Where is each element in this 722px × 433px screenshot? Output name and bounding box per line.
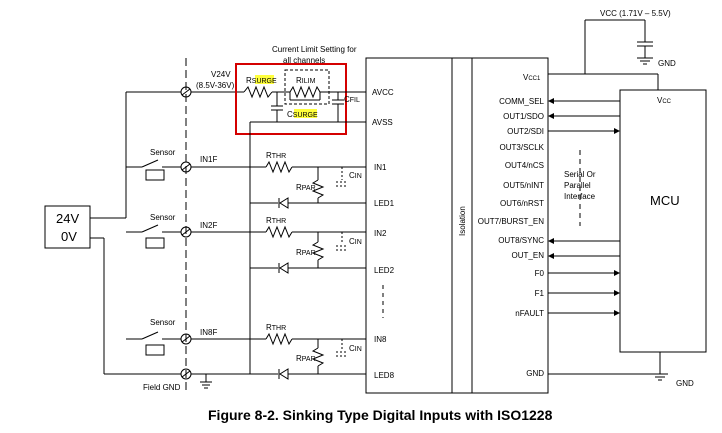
led-1-diode [279,197,289,209]
c-fil-label: CFIL [344,95,360,104]
gnd-symbol-bottom [652,373,668,381]
input-in8f: IN8F [200,328,217,337]
sensor-1-label: Sensor [150,148,176,157]
pin-out8-sync: OUT8/SYNC [498,236,544,245]
c-in-8-label: CIN [349,344,362,353]
r-par-2-resistor [311,241,325,261]
gnd-symbol-top [637,57,653,65]
input-in1f: IN1F [200,155,217,164]
sensor-1-switch [141,159,159,168]
r-thr-2-label: RTHR [266,216,286,225]
c-surge-label: CSURGE [287,110,318,119]
svg-text:Serial Or: Serial Or [564,170,596,179]
pin-out6-nrst: OUT6/nRST [500,199,544,208]
sensor-8-switch [141,331,159,340]
r-par-8-resistor [311,347,325,367]
r-thr-8-resistor [265,332,293,346]
mcu-block [619,89,707,353]
r-thr-1-resistor [265,160,293,174]
current-limit-note-line2: all channels [283,56,325,65]
pin-in1: IN1 [374,163,387,172]
pin-out7-burst-en: OUT7/BURST_EN [478,217,544,226]
r-surge-label: RSURGE [246,76,277,85]
c-in-2-label: CIN [349,237,362,246]
pin-out2-sdi: OUT2/SDI [507,127,544,136]
sensor-1-box [145,169,165,181]
sensor-8-box [145,344,165,356]
gnd-label-bottom: GND [676,379,694,388]
pin-out3-sclk: OUT3/SCLK [500,143,545,152]
gnd-label-top: GND [658,59,676,68]
figure-caption: Figure 8-2. Sinking Type Digital Inputs … [208,407,553,423]
pin-f1: F1 [535,289,545,298]
channel-8: Sensor IN8F RTHR IN8 RPAR CIN LED8 [126,318,395,380]
v24v-label: V24V [211,70,231,79]
pin-led1: LED1 [374,199,395,208]
current-limit-note-line1: Current Limit Setting for [272,45,357,54]
pin-gnd: GND [526,369,544,378]
v24v-range-label: (8.5V-36V) [196,81,235,90]
field-gnd-symbol [200,381,212,389]
r-par-2-label: RPAR [296,248,316,257]
mcu-label: MCU [650,193,680,208]
c-in-1-label: CIN [349,171,362,180]
svg-text:Interface: Interface [564,192,596,201]
pin-comm-sel: COMM_SEL [499,97,544,106]
right-pin-labels: COMM_SEL OUT1/SDO OUT2/SDI OUT3/SCLK OUT… [478,97,545,378]
channel-1: Sensor IN1F RTHR IN1 RPAR CIN LED1 [126,148,395,209]
pin-f0: F0 [535,269,545,278]
supply-box [44,205,91,249]
sensor-2-label: Sensor [150,213,176,222]
input-in2f: IN2F [200,221,217,230]
mcu-vcc-label: VCC [657,96,672,105]
sensor-8-label: Sensor [150,318,176,327]
r-thr-2-resistor [265,225,293,239]
pin-out-en: OUT_EN [512,251,545,260]
sensor-2-box [145,237,165,249]
supply-0v-label: 0V [61,229,77,244]
current-limit-highlight-box [235,63,347,135]
pin-out4-ncs: OUT4/nCS [505,161,544,170]
field-gnd-label: Field GND [143,383,181,392]
isolation-label: Isolation [458,206,467,236]
channel-2: Sensor IN2F RTHR IN2 RPAR CIN LED2 [126,213,395,275]
supply-24v-label: 24V [56,211,79,226]
pin-in8: IN8 [374,335,387,344]
vcc-range-label: VCC (1.71V – 5.5V) [600,9,671,18]
signal-lines [548,98,620,316]
iso1228-block [365,57,549,394]
r-thr-8-label: RTHR [266,323,286,332]
pin-led8: LED8 [374,371,395,380]
pin-vcc1: VCC1 [523,73,541,82]
r-surge-resistor [243,85,273,99]
pin-nfault: nFAULT [515,309,544,318]
led-8-diode [279,368,289,380]
r-ilim-label: RILIM [296,76,316,85]
pin-avss: AVSS [372,118,393,127]
current-limit-dashed-box [284,69,330,105]
pin-avcc: AVCC [372,88,394,97]
r-par-1-label: RPAR [296,183,316,192]
pin-out5-nint: OUT5/nINT [503,181,544,190]
sensor-2-switch [141,224,159,233]
r-thr-1-label: RTHR [266,151,286,160]
r-ilim-resistor [289,85,321,99]
r-par-1-resistor [311,179,325,199]
pin-led2: LED2 [374,266,395,275]
pin-out1-sdo: OUT1/SDO [503,112,544,121]
interface-note: Serial Or Parallel Interface [564,170,596,201]
pin-in2: IN2 [374,229,387,238]
svg-text:Parallel: Parallel [564,181,591,190]
led-2-diode [279,262,289,274]
r-par-8-label: RPAR [296,354,316,363]
